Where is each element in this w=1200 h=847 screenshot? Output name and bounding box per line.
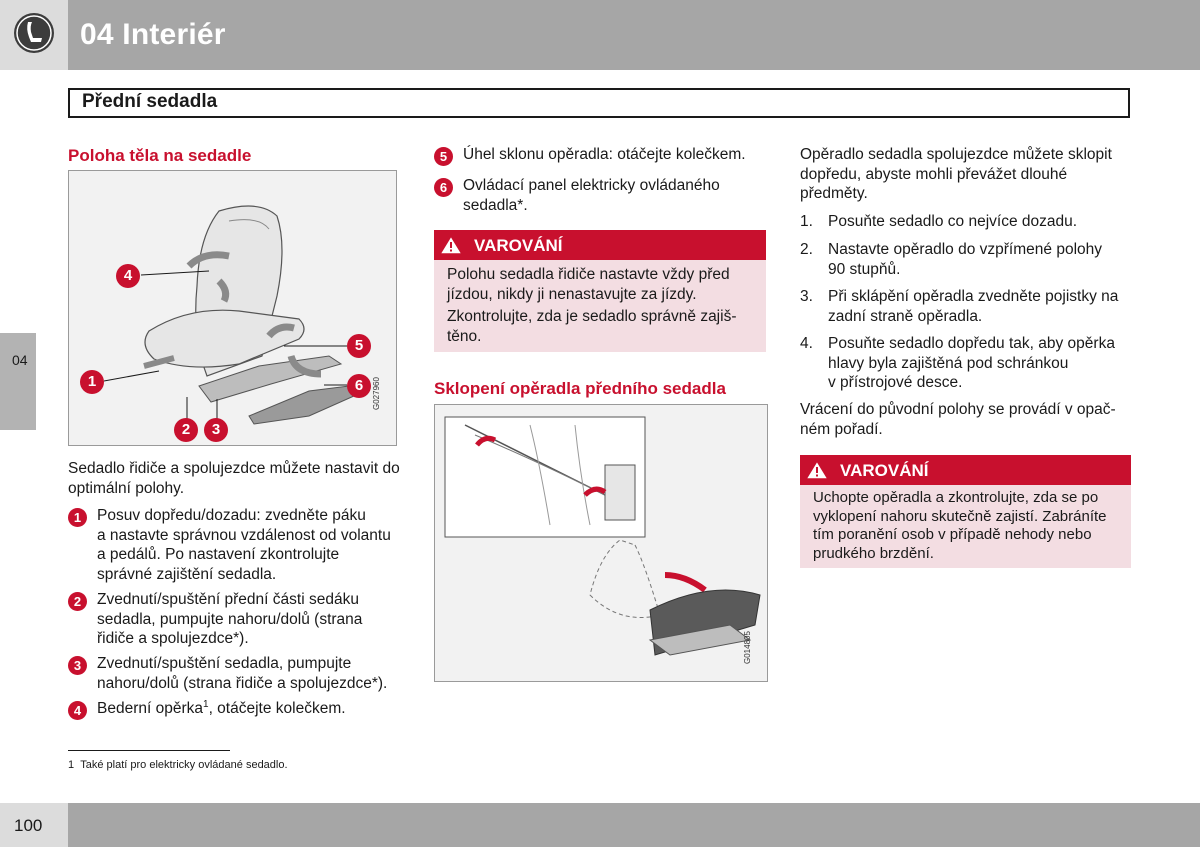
figure-callout: 4 <box>116 264 140 288</box>
step-number: 3. <box>800 288 813 305</box>
warning-body <box>800 485 1131 568</box>
chapter-title: 04 Interiér <box>80 18 226 51</box>
warning-icon <box>438 234 464 256</box>
step-text: Při sklápění opěradla zvedněte pojistky … <box>828 288 1119 325</box>
figure-callout: 2 <box>174 418 198 442</box>
step-text: Posuňte sedadlo co nejvíce dozadu. <box>828 213 1078 230</box>
section-title: Přední sedadla <box>82 91 218 112</box>
return-paragraph: Vrácení do původní polohy se provádí v o… <box>800 401 1116 438</box>
page-number: 100 <box>14 816 43 835</box>
warning-body <box>434 260 766 352</box>
warning-text: Zkontrolujte, zda je sedadlo správně zaj… <box>447 308 737 345</box>
list-item-text: Úhel sklonu opěradla: otáčejte kolečkem. <box>463 146 746 163</box>
fold-intro-paragraph: Opěradlo sedadla spolujezdce můžete sklo… <box>800 146 1112 202</box>
intro-paragraph: Sedadlo řidiče a spolujezdce můžete nast… <box>68 460 400 497</box>
footnote-rule <box>68 750 230 751</box>
figure-callout: 6 <box>347 374 371 398</box>
seat-icon <box>14 13 54 53</box>
warning-text: Uchopte opěradla a zkontrolujte, zda se … <box>813 489 1107 562</box>
figure-callout: 3 <box>204 418 228 442</box>
figure-code: G014805 <box>743 631 752 664</box>
warning-text: Polohu sedadla řidiče nastavte vždy před… <box>447 266 730 303</box>
list-number: 3 <box>68 656 87 675</box>
warning-title: VAROVÁNÍ <box>474 236 563 255</box>
header-bar <box>68 0 1200 70</box>
section-title-box <box>68 88 1130 118</box>
chapter-side-tab <box>0 333 36 430</box>
footer-bar <box>68 803 1200 847</box>
warning-header <box>434 230 766 260</box>
seat-adjustment-figure <box>68 170 397 446</box>
warning-icon <box>804 459 830 481</box>
figure-callout: 5 <box>347 334 371 358</box>
chapter-side-tab-label: 04 <box>12 352 28 368</box>
warning-title: VAROVÁNÍ <box>840 461 929 480</box>
footnote: 1 Také platí pro elektricky ovládané sed… <box>68 759 288 771</box>
list-number: 2 <box>68 592 87 611</box>
warning-header <box>800 455 1131 485</box>
figure-callout: 1 <box>80 370 104 394</box>
fold-backrest-figure <box>434 404 768 682</box>
list-number: 1 <box>68 508 87 527</box>
footer-left-block <box>0 803 68 847</box>
list-number: 6 <box>434 178 453 197</box>
heading-fold-backrest: Sklopení opěradla předního sedadla <box>434 379 726 398</box>
step-number: 2. <box>800 241 813 258</box>
figure-code: G027960 <box>372 377 381 410</box>
step-number: 1. <box>800 213 813 230</box>
heading-body-position: Poloha těla na sedadle <box>68 146 252 165</box>
list-number: 4 <box>68 701 87 720</box>
list-number: 5 <box>434 147 453 166</box>
step-number: 4. <box>800 335 813 352</box>
list-item-text: Bederní opěrka1, otáčejte kolečkem. <box>97 698 346 717</box>
